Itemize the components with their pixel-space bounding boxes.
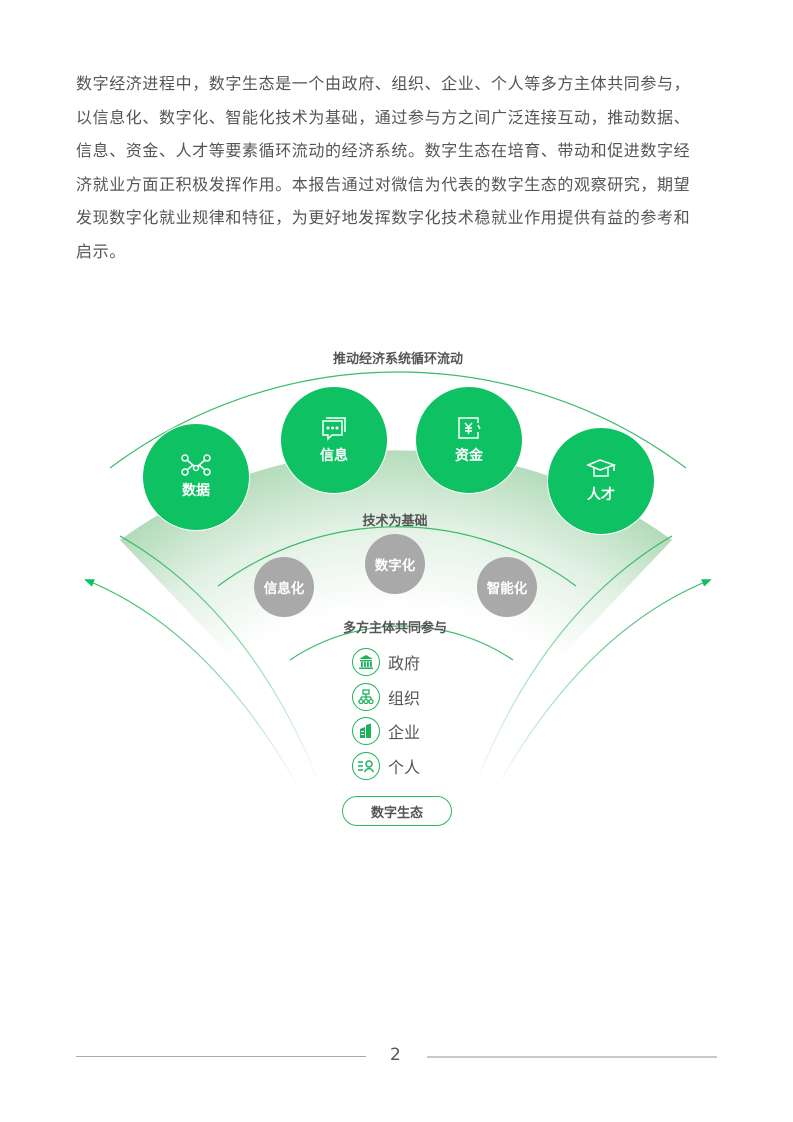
actor-organization: 组织	[352, 683, 420, 711]
actor-government: 政府	[352, 648, 420, 676]
graduation-cap-icon	[586, 459, 616, 477]
person-list-icon	[358, 760, 375, 773]
paragraph-line: 启示。	[76, 241, 126, 261]
element-circle-info: 信息	[280, 386, 388, 494]
actor-individual: 个人	[352, 752, 420, 780]
page-number: 2	[390, 1045, 401, 1065]
footer-divider-right	[427, 1056, 717, 1058]
government-building-icon	[359, 655, 373, 669]
paragraph-line: 发现数字化就业规律和特征，为更好地发挥数字化技术稳就业作用提供有益的参考和	[76, 208, 691, 227]
buildings-icon	[360, 723, 371, 738]
inner-title: 多方主体共同参与	[342, 621, 448, 636]
element-label: 人才	[587, 487, 615, 503]
tech-circle-digitalization: 数字化	[365, 534, 425, 594]
paragraph-line: 以信息化、数字化、智能化技术为基础，通过参与方之间广泛连接互动，推动数据、	[76, 107, 691, 127]
paragraph-line: 数字经济进程中，数字生态是一个由政府、组织、企业、个人等多方主体共同参与，	[76, 74, 691, 93]
actor-label: 个人	[388, 758, 421, 777]
actor-label: 企业	[388, 723, 421, 742]
outer-title: 推动经济系统循环流动	[329, 348, 467, 367]
element-circle-data: 数据	[142, 423, 250, 531]
root-label-digital-ecosystem: 数字生态	[342, 796, 452, 826]
paragraph-line: 信息、资金、人才等要素循环流动的经济系统。数字生态在培育、带动和促进数字经	[76, 141, 691, 160]
tech-circle-informatization: 信息化	[254, 557, 314, 617]
actor-enterprise: 企业	[352, 717, 420, 745]
element-label: 资金	[455, 448, 483, 464]
element-label: 数据	[182, 483, 210, 499]
actor-label: 政府	[388, 654, 421, 673]
element-circle-capital: 资金	[415, 386, 523, 494]
tech-circle-intelligentization: 智能化	[477, 557, 537, 617]
org-chart-icon	[358, 689, 374, 705]
footer-divider-left	[76, 1056, 366, 1057]
middle-title: 技术为基础	[362, 514, 428, 529]
paragraph-line: 济就业方面正积极发挥作用。本报告通过对微信为代表的数字生态的观察研究，期望	[76, 174, 691, 194]
intro-paragraph: 数字经济进程中，数字生态是一个由政府、组织、企业、个人等多方主体共同参与， 以信…	[76, 67, 726, 268]
chat-bubble-icon	[322, 417, 346, 441]
element-label: 信息	[320, 448, 348, 464]
element-circle-talent: 人才	[547, 427, 655, 535]
actor-label: 组织	[388, 689, 421, 708]
yen-document-icon	[458, 417, 481, 439]
network-nodes-icon	[181, 454, 211, 476]
